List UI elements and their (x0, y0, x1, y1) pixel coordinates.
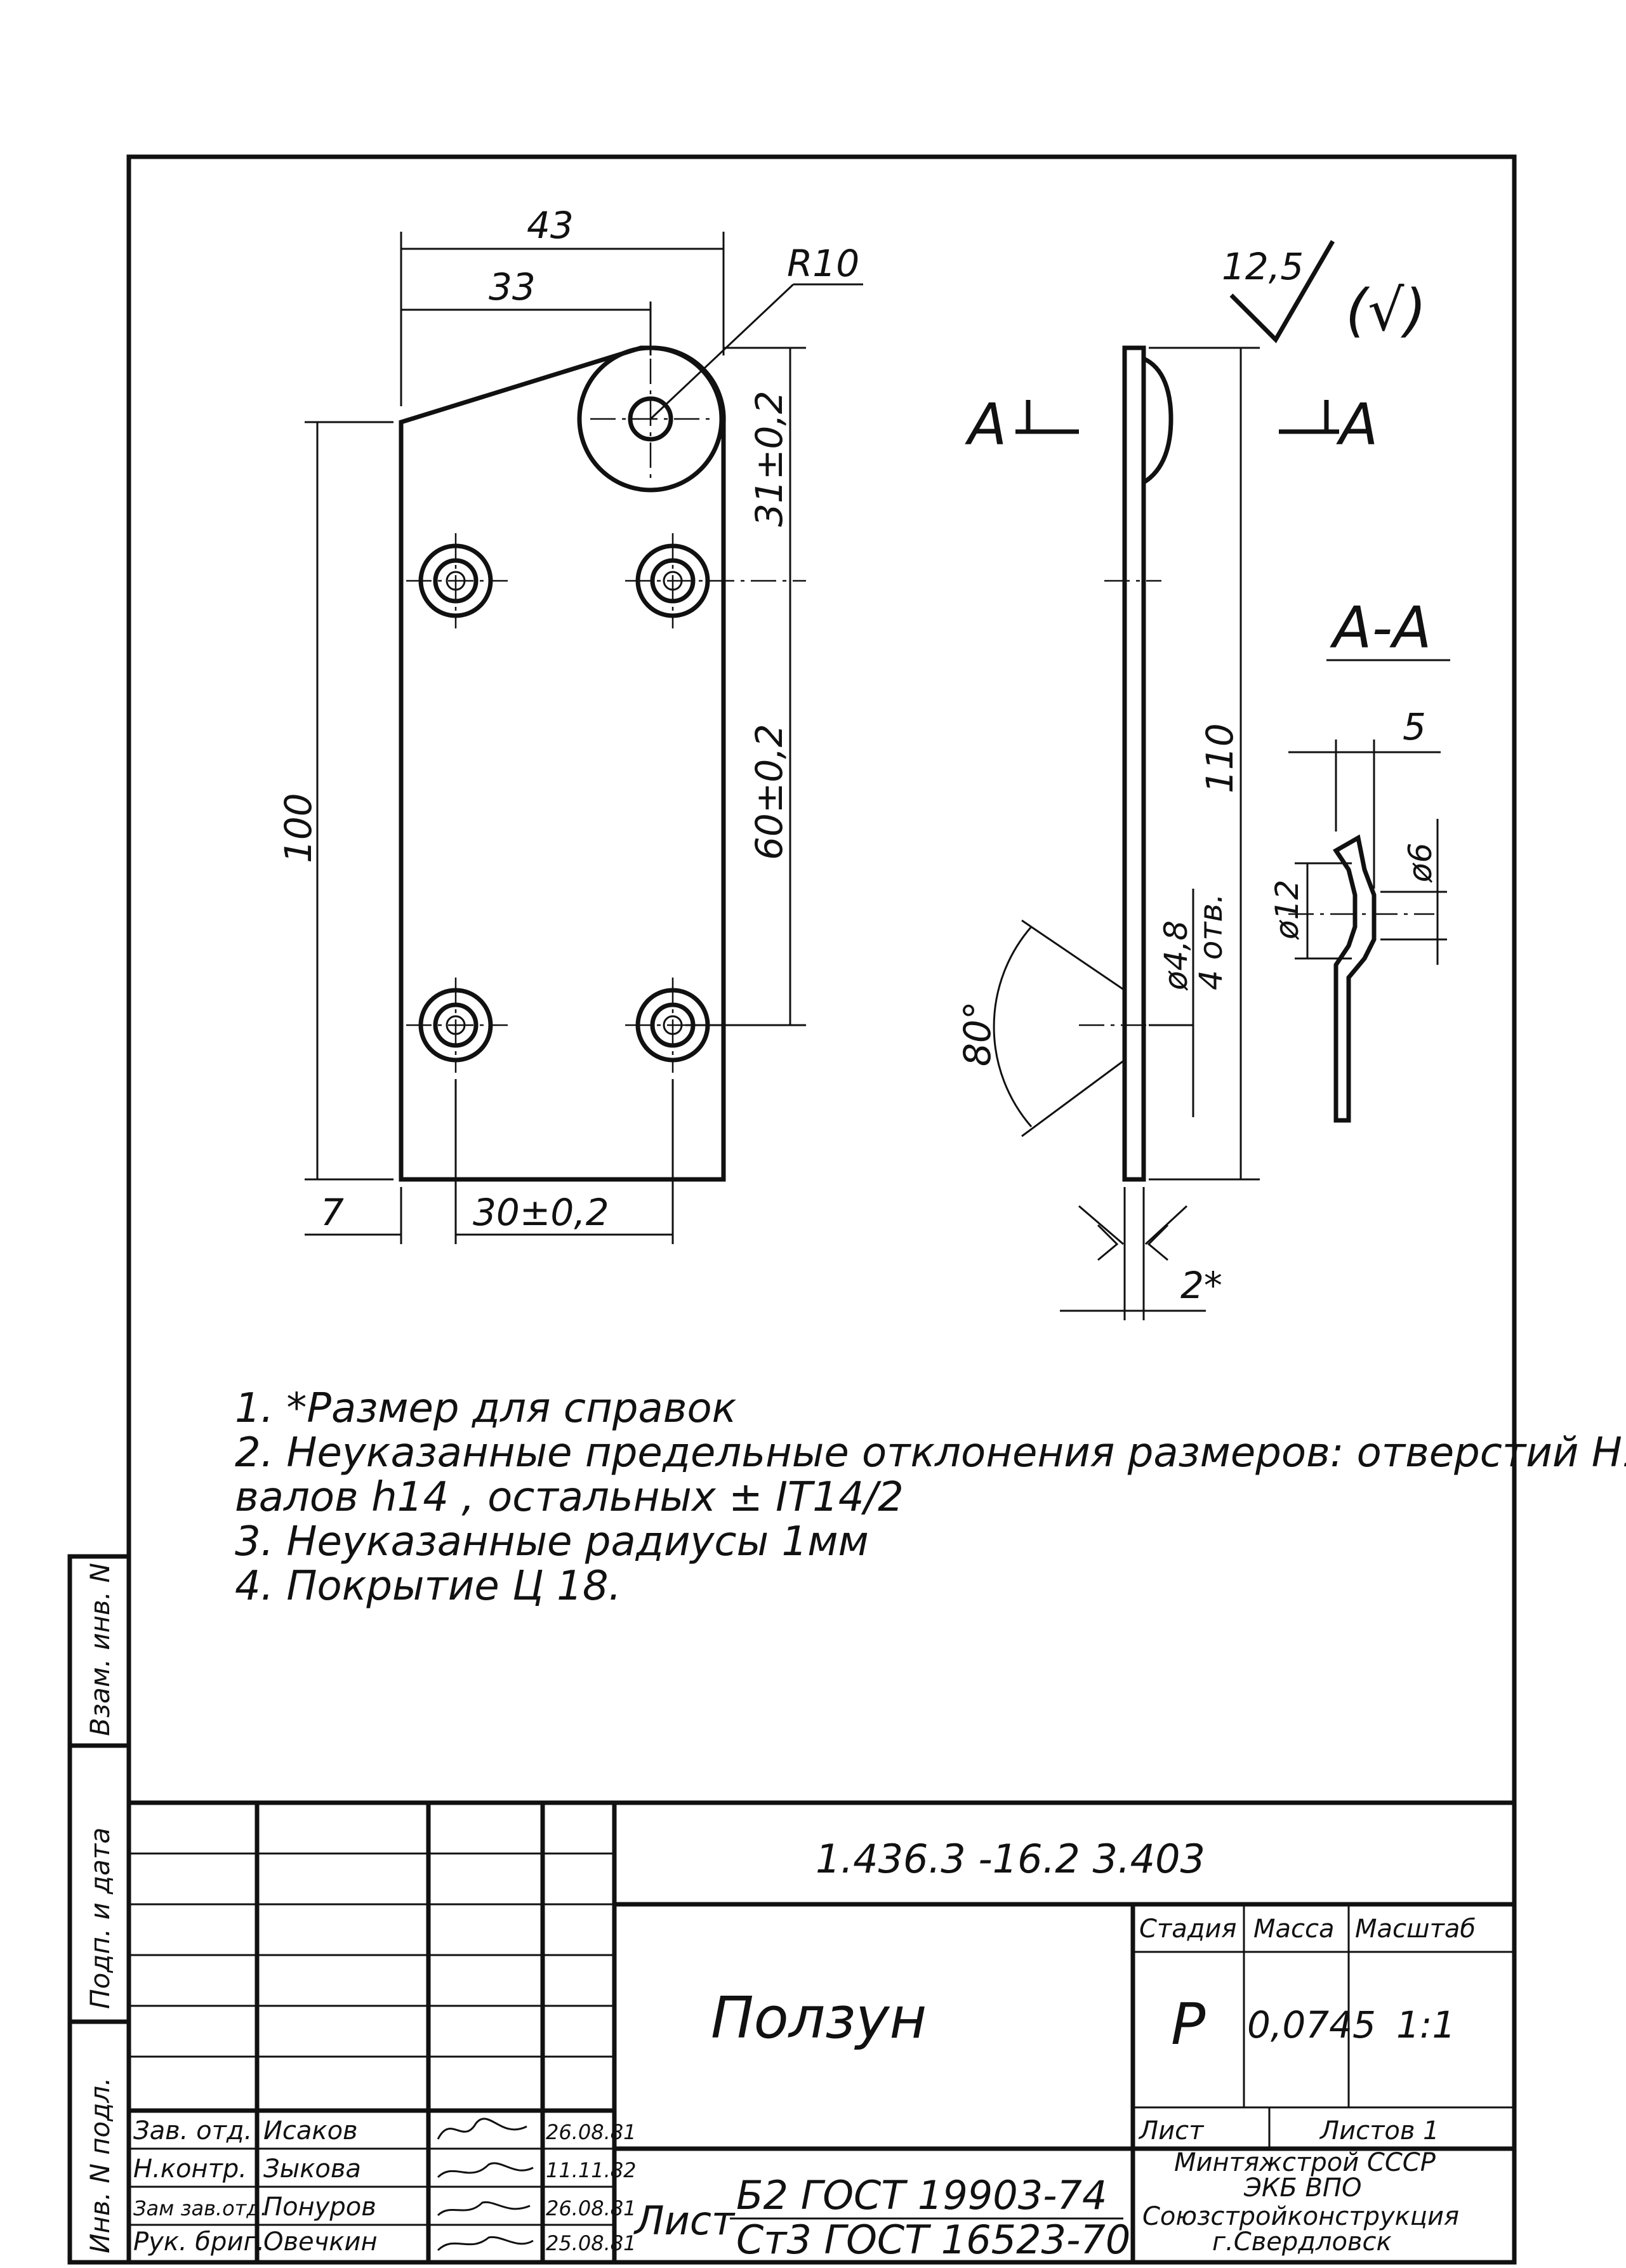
material-top: Б2 ГОСТ 19903-74 (736, 2172, 1107, 2218)
sig-date-3: 26.08.81 (546, 2196, 637, 2220)
note-4: 4. Покрытие Ц 18. (235, 1563, 621, 1610)
lug-hole (628, 396, 673, 442)
section-view: A-A 5 ø6 ø12 (1269, 595, 1450, 1123)
sig-role-4: Рук. бриг. (133, 2227, 265, 2257)
sheet-label: Лист (1138, 2116, 1205, 2145)
sig-date-2: 11.11.82 (546, 2158, 637, 2182)
side-label-inv: Инв. N подл. (84, 2078, 116, 2254)
note-2: 2. Неуказанные предельные отклонения раз… (235, 1429, 1626, 1476)
roughness-symbol (1229, 240, 1335, 343)
note-1: 1. *Размер для справок (235, 1385, 737, 1432)
sig-date-1: 26.08.81 (546, 2120, 637, 2144)
side-bump (1142, 356, 1173, 484)
sig-role-3: Зам зав.отд. (133, 2196, 267, 2220)
roughness-value: 12,5 (1222, 245, 1304, 288)
handwritten-signatures (437, 2118, 534, 2251)
value-scale: 1:1 (1396, 2003, 1455, 2046)
doc-code: 1.436.3 -16.2 3.403 (816, 1836, 1205, 1882)
side-view: A A 12,5 (√) 110 ø4,8 4 отв. 80° 2* (956, 240, 1427, 1320)
material-prefix: Лист (633, 2198, 736, 2244)
dim-thickness: 2* (1180, 1264, 1222, 1307)
material-bottom: Ст3 ГОСТ 16523-70 (736, 2217, 1130, 2263)
side-plate (1122, 345, 1146, 1182)
dim-60: 60±0,2 (748, 724, 791, 860)
holes (406, 533, 806, 1073)
sig-name-3: Понуров (263, 2192, 376, 2222)
sig-name-2: Зыкова (263, 2154, 361, 2184)
side-labels: Инв. N подл. Подп. и дата Взам. инв. N (84, 1563, 116, 2253)
sheets-label: Листов 1 (1319, 2116, 1439, 2145)
org-line-3: Союзстройконструкция (1142, 2202, 1459, 2231)
dim-hole-count: 4 отв. (1193, 893, 1229, 990)
value-stage: Р (1171, 1991, 1206, 2058)
note-2-cont: валов h14 , остальных ± IT14/2 (235, 1474, 904, 1521)
section-profile (1333, 834, 1377, 1123)
sig-role-1: Зав. отд. (133, 2116, 252, 2145)
sig-date-4: 25.08.81 (546, 2231, 637, 2255)
dim-110: 110 (1198, 723, 1241, 793)
section-title: A-A (1330, 595, 1432, 661)
side-label-replace: Взам. инв. N (84, 1563, 116, 1736)
section-mark-right: A (1336, 392, 1378, 458)
sig-role-2: Н.контр. (133, 2154, 247, 2184)
side-label-sign: Подп. и дата (84, 1827, 116, 2009)
title-block: 1.436.3 -16.2 3.403 Ползун Стадия Масса … (126, 1800, 1517, 2265)
plan-view: R10 43 (277, 204, 863, 1244)
header-scale: Масштаб (1355, 1914, 1476, 1944)
part-name: Ползун (711, 1985, 927, 2052)
dim-hole-dia: ø4,8 (1158, 920, 1194, 991)
dim-dia-12: ø12 (1269, 880, 1305, 940)
note-3: 3. Неуказанные радиусы 1мм (235, 1518, 869, 1565)
dim-30: 30±0,2 (473, 1191, 609, 1234)
header-stage: Стадия (1139, 1914, 1236, 1944)
dim-43: 43 (527, 204, 574, 247)
section-mark-left: A (965, 392, 1007, 458)
dim-5: 5 (1403, 705, 1426, 748)
dim-7: 7 (321, 1191, 344, 1234)
header-mass: Масса (1253, 1914, 1335, 1944)
dim-31: 31±0,2 (748, 390, 791, 527)
dim-angle: 80° (956, 1001, 999, 1066)
technical-notes: 1. *Размер для справок 2. Неуказанные пр… (235, 1385, 1626, 1610)
value-mass: 0,0745 (1247, 2003, 1376, 2046)
dim-dia-6: ø6 (1402, 843, 1439, 883)
org-line-2: ЭКБ ВПО (1243, 2173, 1362, 2203)
sig-name-4: Овечкин (263, 2227, 378, 2257)
dim-radius: R10 (787, 242, 859, 285)
part-outline (399, 345, 726, 1182)
dim-33: 33 (489, 265, 536, 308)
signature-rows: Зав. отд. Исаков 26.08.81 Н.контр. Зыков… (133, 2116, 637, 2257)
dim-100: 100 (277, 793, 320, 863)
org-line-1: Минтяжстрой СССР (1174, 2148, 1436, 2177)
roughness-extra: (√) (1345, 277, 1427, 344)
sig-name-1: Исаков (263, 2116, 358, 2145)
org-line-4: г.Свердловск (1212, 2227, 1392, 2257)
